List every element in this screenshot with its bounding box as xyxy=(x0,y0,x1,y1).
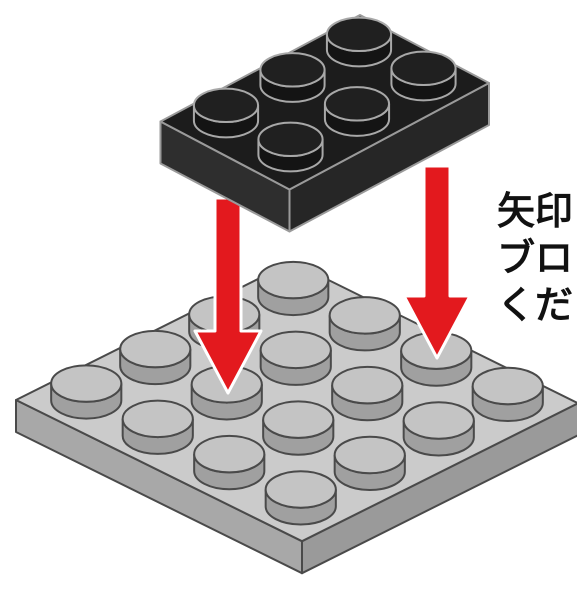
stud xyxy=(262,400,335,456)
stud xyxy=(402,401,475,457)
stud xyxy=(193,434,266,491)
stud xyxy=(257,121,324,173)
stud xyxy=(119,329,192,386)
stud xyxy=(323,86,391,137)
stud xyxy=(471,366,544,422)
black-2x3-brick xyxy=(159,14,490,233)
stud xyxy=(259,330,332,386)
down-arrow-icon xyxy=(193,196,263,395)
stud xyxy=(192,87,260,139)
stud xyxy=(121,399,194,455)
stud xyxy=(259,52,326,103)
stud xyxy=(328,296,401,352)
down-arrow-icon xyxy=(402,164,472,360)
stud xyxy=(390,50,457,102)
caption-line-2: ブロ xyxy=(497,236,574,280)
stud xyxy=(331,365,404,422)
stud xyxy=(325,16,393,68)
caption-line-1: 矢印 xyxy=(497,189,574,233)
stud xyxy=(333,435,406,491)
gray-4x4-baseplate xyxy=(15,260,577,575)
instruction-caption: 矢印 ブロ くだ xyxy=(497,188,577,329)
stud xyxy=(50,364,123,420)
stud xyxy=(264,470,337,526)
stud xyxy=(257,260,330,317)
caption-line-3: くだ xyxy=(497,283,574,327)
